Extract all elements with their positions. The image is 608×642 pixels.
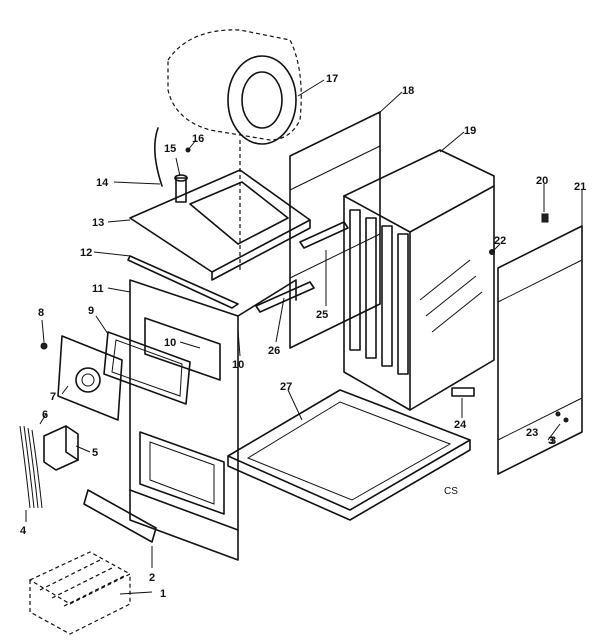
callout-27: 27: [280, 381, 292, 393]
callout-12: 12: [80, 247, 92, 259]
callout-11: 11: [92, 283, 104, 295]
burner-set: [28, 551, 132, 635]
callout-9: 9: [88, 305, 94, 317]
vent-assembly: [154, 127, 191, 203]
blower-housing: [167, 29, 302, 270]
callout-14: 14: [96, 177, 109, 189]
callout-23: 23: [526, 427, 538, 439]
left-side-panel: [289, 111, 381, 349]
callout-8: 8: [38, 307, 44, 319]
burner-door: [57, 335, 123, 421]
mounting-rail-26: [255, 281, 315, 313]
callout-17: 17: [326, 73, 338, 85]
main-cabinet: [129, 279, 297, 561]
right-side-panel: [497, 225, 583, 475]
callout-10-left: 10: [164, 337, 176, 349]
mounting-rail-25: [299, 221, 349, 249]
callout-6: 6: [42, 409, 48, 421]
top-panel: [129, 169, 311, 281]
bracket: [83, 489, 157, 543]
callout-7: 7: [50, 391, 56, 403]
callout-22: 22: [494, 235, 506, 247]
callout-3-right: 3: [550, 435, 556, 447]
callout-24: 24: [454, 419, 467, 431]
callout-4: 4: [20, 525, 27, 537]
callout-15: 15: [164, 143, 176, 155]
callout-19: 19: [464, 125, 476, 137]
callout-16: 16: [192, 133, 204, 145]
callout-21: 21: [574, 181, 586, 193]
callout-3: 3: [548, 435, 554, 447]
gasket: [103, 331, 191, 405]
callout-2: 2: [149, 572, 155, 584]
leader-lines: [25, 79, 583, 595]
callout-18: 18: [402, 85, 414, 97]
callout-13: 13: [92, 217, 104, 229]
heat-exchanger: [343, 149, 495, 411]
callout-1: 1: [160, 588, 166, 600]
callout-20: 20: [536, 175, 548, 187]
callout-labels: 1 2 3 4 5 6 7 8 9 10 10 11 12 13 14 15 1…: [20, 73, 586, 600]
mounting-strip: [127, 255, 239, 309]
callout-10-right: 10: [232, 359, 244, 371]
small-parts: [40, 213, 569, 423]
callout-26: 26: [268, 345, 280, 357]
wire-harness: [19, 425, 43, 509]
callout-25: 25: [316, 309, 328, 321]
base-pan: [227, 389, 471, 521]
drawing-code: CS: [444, 486, 458, 497]
callout-5: 5: [92, 447, 98, 459]
switch-box: [43, 425, 79, 471]
